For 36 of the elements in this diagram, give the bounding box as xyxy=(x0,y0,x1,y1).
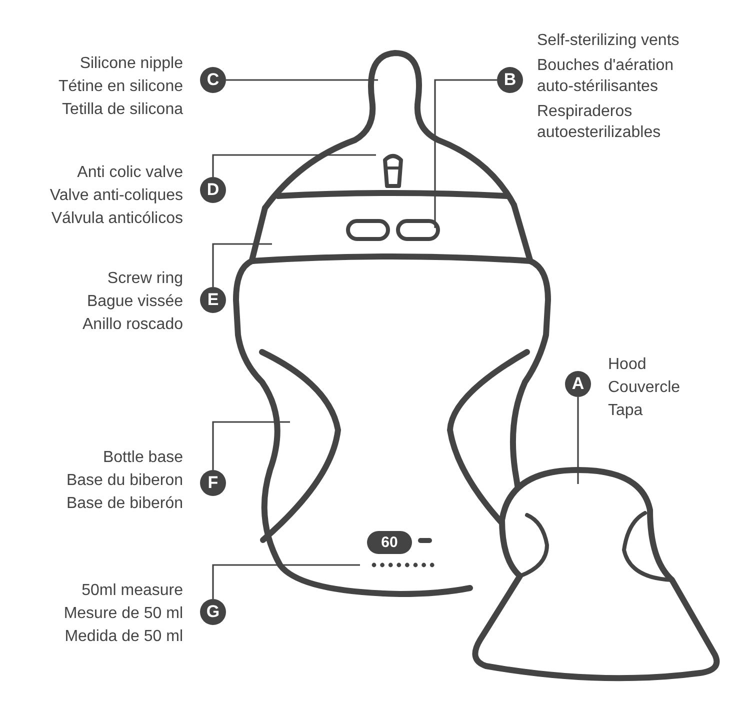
callout-letter: B xyxy=(497,67,523,93)
part-label: Válvula anticólicos xyxy=(51,209,183,229)
part-label: Anti colic valve xyxy=(77,163,183,183)
part-label: Couvercle xyxy=(608,378,680,398)
callout-letter: A xyxy=(565,371,591,397)
part-label: Bague vissée xyxy=(86,292,183,312)
part-label: 50ml measure xyxy=(82,581,183,601)
capacity-marking: 60 xyxy=(367,531,412,554)
leader-line xyxy=(212,243,272,287)
part-label: Tapa xyxy=(608,401,643,421)
part-label: Self-sterilizing vents xyxy=(537,31,680,51)
part-label: Hood xyxy=(608,355,646,375)
callout-letter: F xyxy=(200,470,226,496)
part-label: Respiraderos autoesterilizables xyxy=(537,102,662,143)
leader-line xyxy=(226,79,378,81)
part-label: Tetilla de silicona xyxy=(62,100,183,120)
part-label: Tétine en silicone xyxy=(58,77,183,97)
part-label: Valve anti-coliques xyxy=(50,186,183,206)
callout-letter: G xyxy=(200,599,226,625)
part-label: Anillo roscado xyxy=(82,315,183,335)
callout-letter: C xyxy=(200,67,226,93)
part-label: Mesure de 50 ml xyxy=(64,604,183,624)
callout-letter: E xyxy=(200,287,226,313)
callout-letter: D xyxy=(200,177,226,203)
leader-line xyxy=(212,154,376,177)
part-label: Bottle base xyxy=(102,448,183,468)
leader-line xyxy=(434,79,497,228)
part-label: Screw ring xyxy=(107,269,183,289)
part-label: Medida de 50 ml xyxy=(64,627,183,647)
part-label: Base de biberón xyxy=(66,494,183,514)
part-label: Silicone nipple xyxy=(80,54,183,74)
leader-line xyxy=(577,397,579,484)
leader-line xyxy=(212,421,290,470)
part-label: Base du biberon xyxy=(66,471,183,491)
leader-line xyxy=(212,564,360,599)
part-label: Bouches d'aération auto-stérilisantes xyxy=(537,56,674,97)
